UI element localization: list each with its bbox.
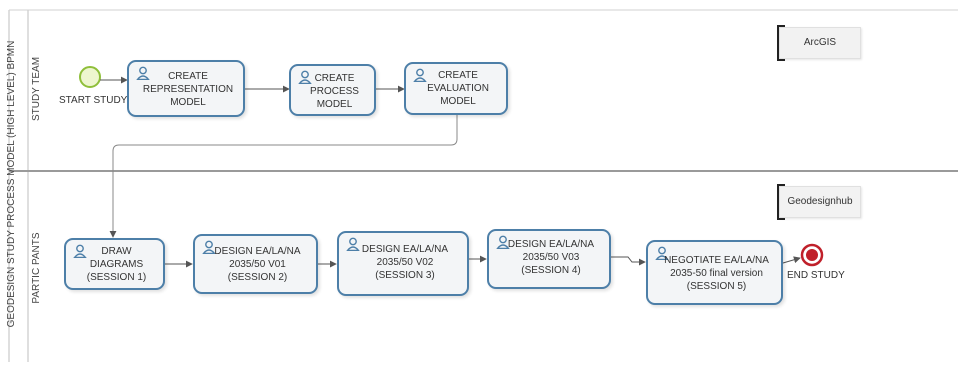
user-icon [73,244,87,258]
user-icon [655,246,669,260]
user-icon [413,68,427,82]
task-design-v01[interactable]: DESIGN EA/LA/NA 2035/50 V01 (SESSION 2) [193,234,318,294]
end-event-label: END STUDY [787,270,845,281]
task-line-1: CREATE [168,71,208,82]
task-line-3: (SESSION 2) [227,272,288,283]
task-design-v03[interactable]: DESIGN EA/LA/NA 2035/50 V03 (SESSION 4) [487,229,611,289]
task-create-process-model[interactable]: CREATE PROCESS MODEL [289,64,376,116]
task-line-3: (SESSION 3) [375,270,435,281]
task-line-2: 2035/50 V01 [229,259,286,270]
task-design-v02[interactable]: DESIGN EA/LA/NA 2035/50 V02 (SESSION 3) [337,231,469,296]
pool-label: GEODESIGN STUDY PROCESS MODEL (HIGH LEVE… [6,40,17,328]
start-event[interactable] [79,66,101,88]
flow-v03-to-negotiate[interactable] [611,256,646,266]
task-line-2: DIAGRAMS [89,259,144,270]
annotation-arcgis[interactable]: ArcGIS [777,25,861,61]
user-icon [136,66,150,80]
annotation-label: Geodesignhub [787,196,853,207]
start-event-label: START STUDY [59,95,128,106]
lane-label-study-team: STUDY TEAM [31,56,42,122]
task-line-2: 2035/50 V02 [376,257,434,268]
task-line-3: MODEL [440,96,476,107]
task-line-2: PROCESS [310,86,359,97]
annotation-bracket [777,184,785,220]
task-line-3: MODEL [170,97,206,108]
task-line-1: CREATE [438,70,478,81]
task-line-1: DESIGN EA/LA/NA [214,246,301,257]
task-line-3: (SESSION 5) [686,281,747,292]
user-icon [496,235,510,249]
task-line-3: (SESSION 4) [521,265,581,276]
task-negotiate-final-version[interactable]: NEGOTIATE EA/LA/NA 2035-50 final version… [646,240,783,305]
task-line-2: 2035/50 V03 [522,252,580,263]
task-create-representation-model[interactable]: CREATE REPRESENTATION MODEL [127,60,245,117]
annotation-label: ArcGIS [803,37,837,48]
task-line-3: (SESSION 1) [86,272,147,283]
annotation-bracket [777,25,785,61]
lane-label-participants: PARTIC PANTS [31,232,42,304]
flow-evaluation-to-diagrams[interactable] [109,115,458,238]
task-create-evaluation-model[interactable]: CREATE EVALUATION MODEL [404,62,508,115]
flow-negotiate-to-end[interactable] [782,256,801,264]
task-line-2: EVALUATION [427,83,489,94]
task-line-2: REPRESENTATION [142,84,234,95]
task-line-1: DESIGN EA/LA/NA [507,239,595,250]
task-draw-diagrams[interactable]: DRAW DIAGRAMS (SESSION 1) [64,238,165,290]
task-line-1: DESIGN EA/LA/NA [361,244,449,255]
user-icon [298,70,312,84]
user-icon [346,237,360,251]
task-line-1: DRAW [101,246,132,257]
task-line-3: MODEL [316,99,353,110]
task-line-1: CREATE [314,73,355,84]
end-event-core [806,249,818,261]
task-line-1: NEGOTIATE EA/LA/NA [664,255,769,266]
user-icon [202,240,216,254]
task-line-2: 2035-50 final version [670,268,763,279]
annotation-geodesignhub[interactable]: Geodesignhub [777,184,861,220]
